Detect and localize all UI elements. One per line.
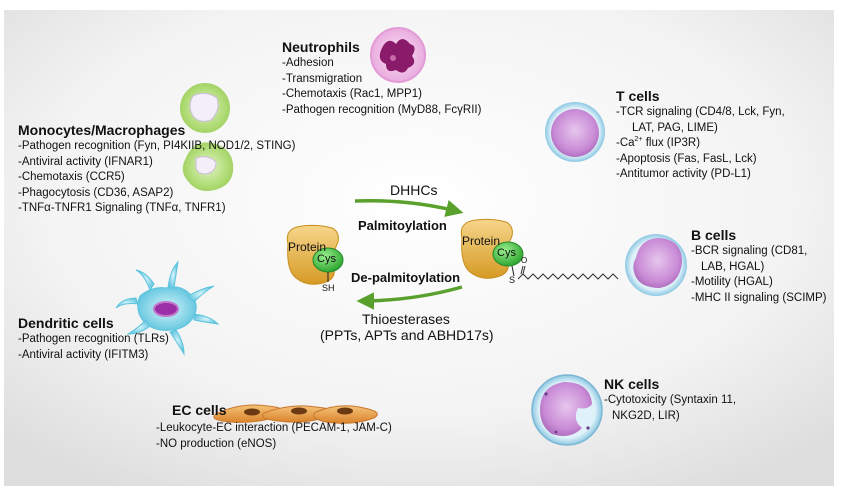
- b-cells-block: B cells -BCR signaling (CD81, LAB, HGAL)…: [691, 226, 826, 306]
- dendritic-item: -Pathogen recognition (TLRs): [18, 333, 169, 345]
- b-cells-title: B cells: [691, 227, 737, 243]
- dendritic-item: -Antiviral activity (IFITM3): [18, 348, 149, 361]
- b-cells-item: LAB, HGAL): [701, 260, 765, 273]
- t-cells-item: LAT, PAG, LIME): [632, 121, 718, 134]
- ec-cells-title-wrap: EC cells: [172, 401, 226, 419]
- t-cells-item: -Antitumor activity (PD-L1): [616, 168, 751, 180]
- b-cells-item: -BCR signaling (CD81,: [691, 245, 808, 257]
- ec-cells-item: -Leukocyte-EC interaction (PECAM-1, JAM-…: [156, 422, 392, 434]
- nk-cells-item: NKG2D, LIR): [612, 409, 680, 422]
- ec-cells-title: EC cells: [172, 402, 227, 418]
- ca-superscript: 2+: [634, 136, 643, 143]
- monocytes-item: -Chemotaxis (CCR5): [18, 171, 125, 183]
- o-label: O: [521, 256, 528, 265]
- nk-cell-icon: [531, 374, 603, 446]
- monocytes-item: -TNFα-TNFR1 Signaling (TNFα, TNFR1): [18, 202, 226, 214]
- neutrophils-item: -Adhesion: [282, 57, 334, 69]
- ec-cells-item: -NO production (eNOS): [156, 437, 277, 450]
- neutrophils-item: -Pathogen recognition (MyD88, FcγRII): [282, 103, 482, 116]
- enzyme-top-label: DHHCs: [390, 182, 438, 198]
- t-cells-item: -TCR signaling (CD4/8, Lck, Fyn,: [616, 106, 785, 118]
- nk-cells-title: NK cells: [604, 376, 660, 392]
- background-panel: [4, 10, 834, 486]
- t-cell-icon: [545, 102, 605, 162]
- ca-prefix: -Ca: [616, 137, 635, 149]
- neutrophils-block: Neutrophils -Adhesion -Transmigration -C…: [282, 38, 481, 118]
- monocytes-item: -Phagocytosis (CD36, ASAP2): [18, 186, 174, 199]
- b-cell-icon: [625, 234, 687, 296]
- neutrophil-cell-icon: [370, 27, 426, 83]
- neutrophils-title: Neutrophils: [282, 39, 360, 55]
- protein-unmodified-icon: [286, 224, 344, 285]
- t-cells-title: T cells: [616, 88, 660, 104]
- nk-cells-block: NK cells -Cytotoxicity (Syntaxin 11, NKG…: [604, 375, 736, 424]
- dendritic-title: Dendritic cells: [18, 315, 114, 331]
- palmitoylation-arrow: [354, 199, 464, 217]
- enzyme-bottom-label: Thioesterases: [362, 311, 450, 327]
- monocytes-item: -Antiviral activity (IFNAR1): [18, 155, 153, 168]
- ec-cells-block: -Leukocyte-EC interaction (PECAM-1, JAM-…: [156, 421, 392, 452]
- dendritic-cell-icon: [115, 260, 220, 356]
- depalmitoylation-arrow: [356, 285, 463, 310]
- neutrophils-item: -Transmigration: [282, 72, 363, 85]
- macrophage-cell-icon: [182, 142, 234, 191]
- dendritic-block: Dendritic cells -Pathogen recognition (T…: [18, 314, 169, 363]
- monocytes-item: -Pathogen recognition (Fyn, PI4KIIB, NOD…: [18, 140, 296, 152]
- neutrophils-item: -Chemotaxis (Rac1, MPP1): [282, 88, 422, 100]
- t-cells-block: T cells -TCR signaling (CD4/8, Lck, Fyn,…: [616, 87, 785, 183]
- monocytes-block: Monocytes/Macrophages -Pathogen recognit…: [18, 121, 295, 217]
- s-label: S: [509, 275, 516, 285]
- monocytes-title: Monocytes/Macrophages: [18, 122, 186, 138]
- nk-cells-item: -Cytotoxicity (Syntaxin 11,: [604, 394, 737, 406]
- ec-cells-icon: [213, 404, 378, 424]
- depalmitoylation-label: De-palmitoylation: [351, 270, 461, 285]
- protein-label-left: Protein: [288, 240, 327, 254]
- b-cells-item: -Motility (HGAL): [691, 276, 773, 288]
- ca-suffix: flux (IP3R): [642, 137, 701, 149]
- t-cells-item: -Apoptosis (Fas, FasL, Lck): [616, 152, 757, 165]
- cys-label-right: Cys: [497, 247, 516, 259]
- t-cells-ca-item: -Ca2+ flux (IP3R): [616, 136, 785, 152]
- protein-label-right: Protein: [462, 234, 501, 248]
- protein-palmitoylated-icon: [460, 218, 619, 280]
- monocyte-cell-icon: [180, 83, 230, 133]
- sh-label: SH: [322, 283, 335, 293]
- enzyme-bottom-detail: (PPTs, APTs and ABHD17s): [320, 327, 494, 343]
- b-cells-item: -MHC II signaling (SCIMP): [691, 291, 827, 304]
- cys-label-left: Cys: [317, 253, 336, 265]
- palmitoylation-label: Palmitoylation: [358, 218, 447, 233]
- palmitate-chain: [517, 273, 619, 280]
